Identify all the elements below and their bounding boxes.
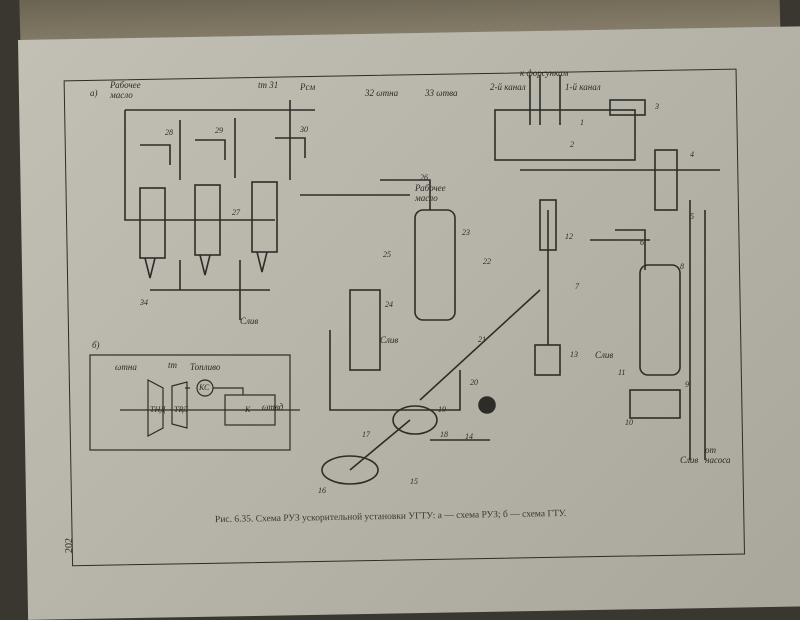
part-number: 24 [385, 300, 393, 309]
panel-b-label: б) [92, 340, 100, 350]
part-number: 27 [232, 208, 240, 217]
tvd-label: ТВД [174, 405, 188, 414]
part-number: 13 [570, 350, 578, 359]
part-number: 4 [690, 150, 694, 159]
part-number: 2 [570, 140, 574, 149]
compressor-label: К [245, 405, 251, 414]
drain-label: Слив [240, 316, 259, 326]
drain-label-2: Слив [380, 335, 399, 345]
valve-blocks [124, 100, 315, 320]
part-number: 23 [462, 228, 470, 237]
part-number: 29 [215, 126, 223, 135]
to-injectors-label: к форсункам [520, 68, 569, 78]
part-number: 20 [470, 378, 478, 387]
omega-tva-label: 33 ωтва [425, 88, 458, 98]
part-number: 22 [483, 257, 491, 266]
part-number: 3 [655, 102, 659, 111]
part-number: 15 [410, 477, 418, 486]
working-oil-top-label: Рабочее масло [110, 80, 141, 100]
part-number: 7 [575, 282, 579, 291]
channel-2-label: 2-й канал [490, 82, 526, 92]
figure-frame [63, 68, 745, 567]
pressure-label: Pсм [300, 82, 316, 92]
page-number: 202 [64, 538, 75, 553]
part-number: 17 [362, 430, 370, 439]
part-number: 12 [565, 232, 573, 241]
diagram-drawing [63, 68, 745, 567]
part-number: 10 [625, 418, 633, 427]
part-number: 30 [300, 125, 308, 134]
combustor-label: КС [199, 383, 210, 392]
part-number: 6 [640, 238, 644, 247]
panel-a-label: а) [90, 88, 98, 98]
part-number: 11 [618, 368, 626, 377]
gtu-scheme [89, 354, 300, 451]
omega-tvd-label: ωтвд [262, 402, 284, 412]
part-number: 25 [383, 250, 391, 259]
channel-1-label: 1-й канал [565, 82, 601, 92]
omega-tna-label: 32 ωтна [365, 88, 399, 98]
part-number: 1 [580, 118, 584, 127]
drain-label-4: Слив [680, 455, 699, 465]
part-number: 16 [318, 486, 326, 495]
part-number: 26 [420, 173, 428, 182]
omega-tna-b-label: ωтна [115, 362, 137, 372]
tnd-label: ТНД [150, 405, 166, 414]
central-mechanism [300, 169, 720, 485]
part-number: 21 [478, 335, 486, 344]
part-number: 34 [140, 298, 148, 307]
drain-label-3: Слив [595, 350, 614, 360]
working-oil-mid-label: Рабочее масло [415, 183, 446, 203]
part-number: 8 [680, 262, 684, 271]
fuel-label: Топливо [190, 362, 221, 372]
temperature-b-label: tт [168, 360, 177, 370]
from-pump-label: от насоса [705, 445, 731, 465]
part-number: 5 [690, 212, 694, 221]
part-number: 9 [685, 380, 689, 389]
part-number: 14 [465, 432, 473, 441]
part-number: 28 [165, 128, 173, 137]
part-number: 19 [438, 405, 446, 414]
part-number: 18 [440, 430, 448, 439]
temperature-label: tт 31 [258, 80, 279, 90]
right-mechanism [494, 75, 706, 460]
